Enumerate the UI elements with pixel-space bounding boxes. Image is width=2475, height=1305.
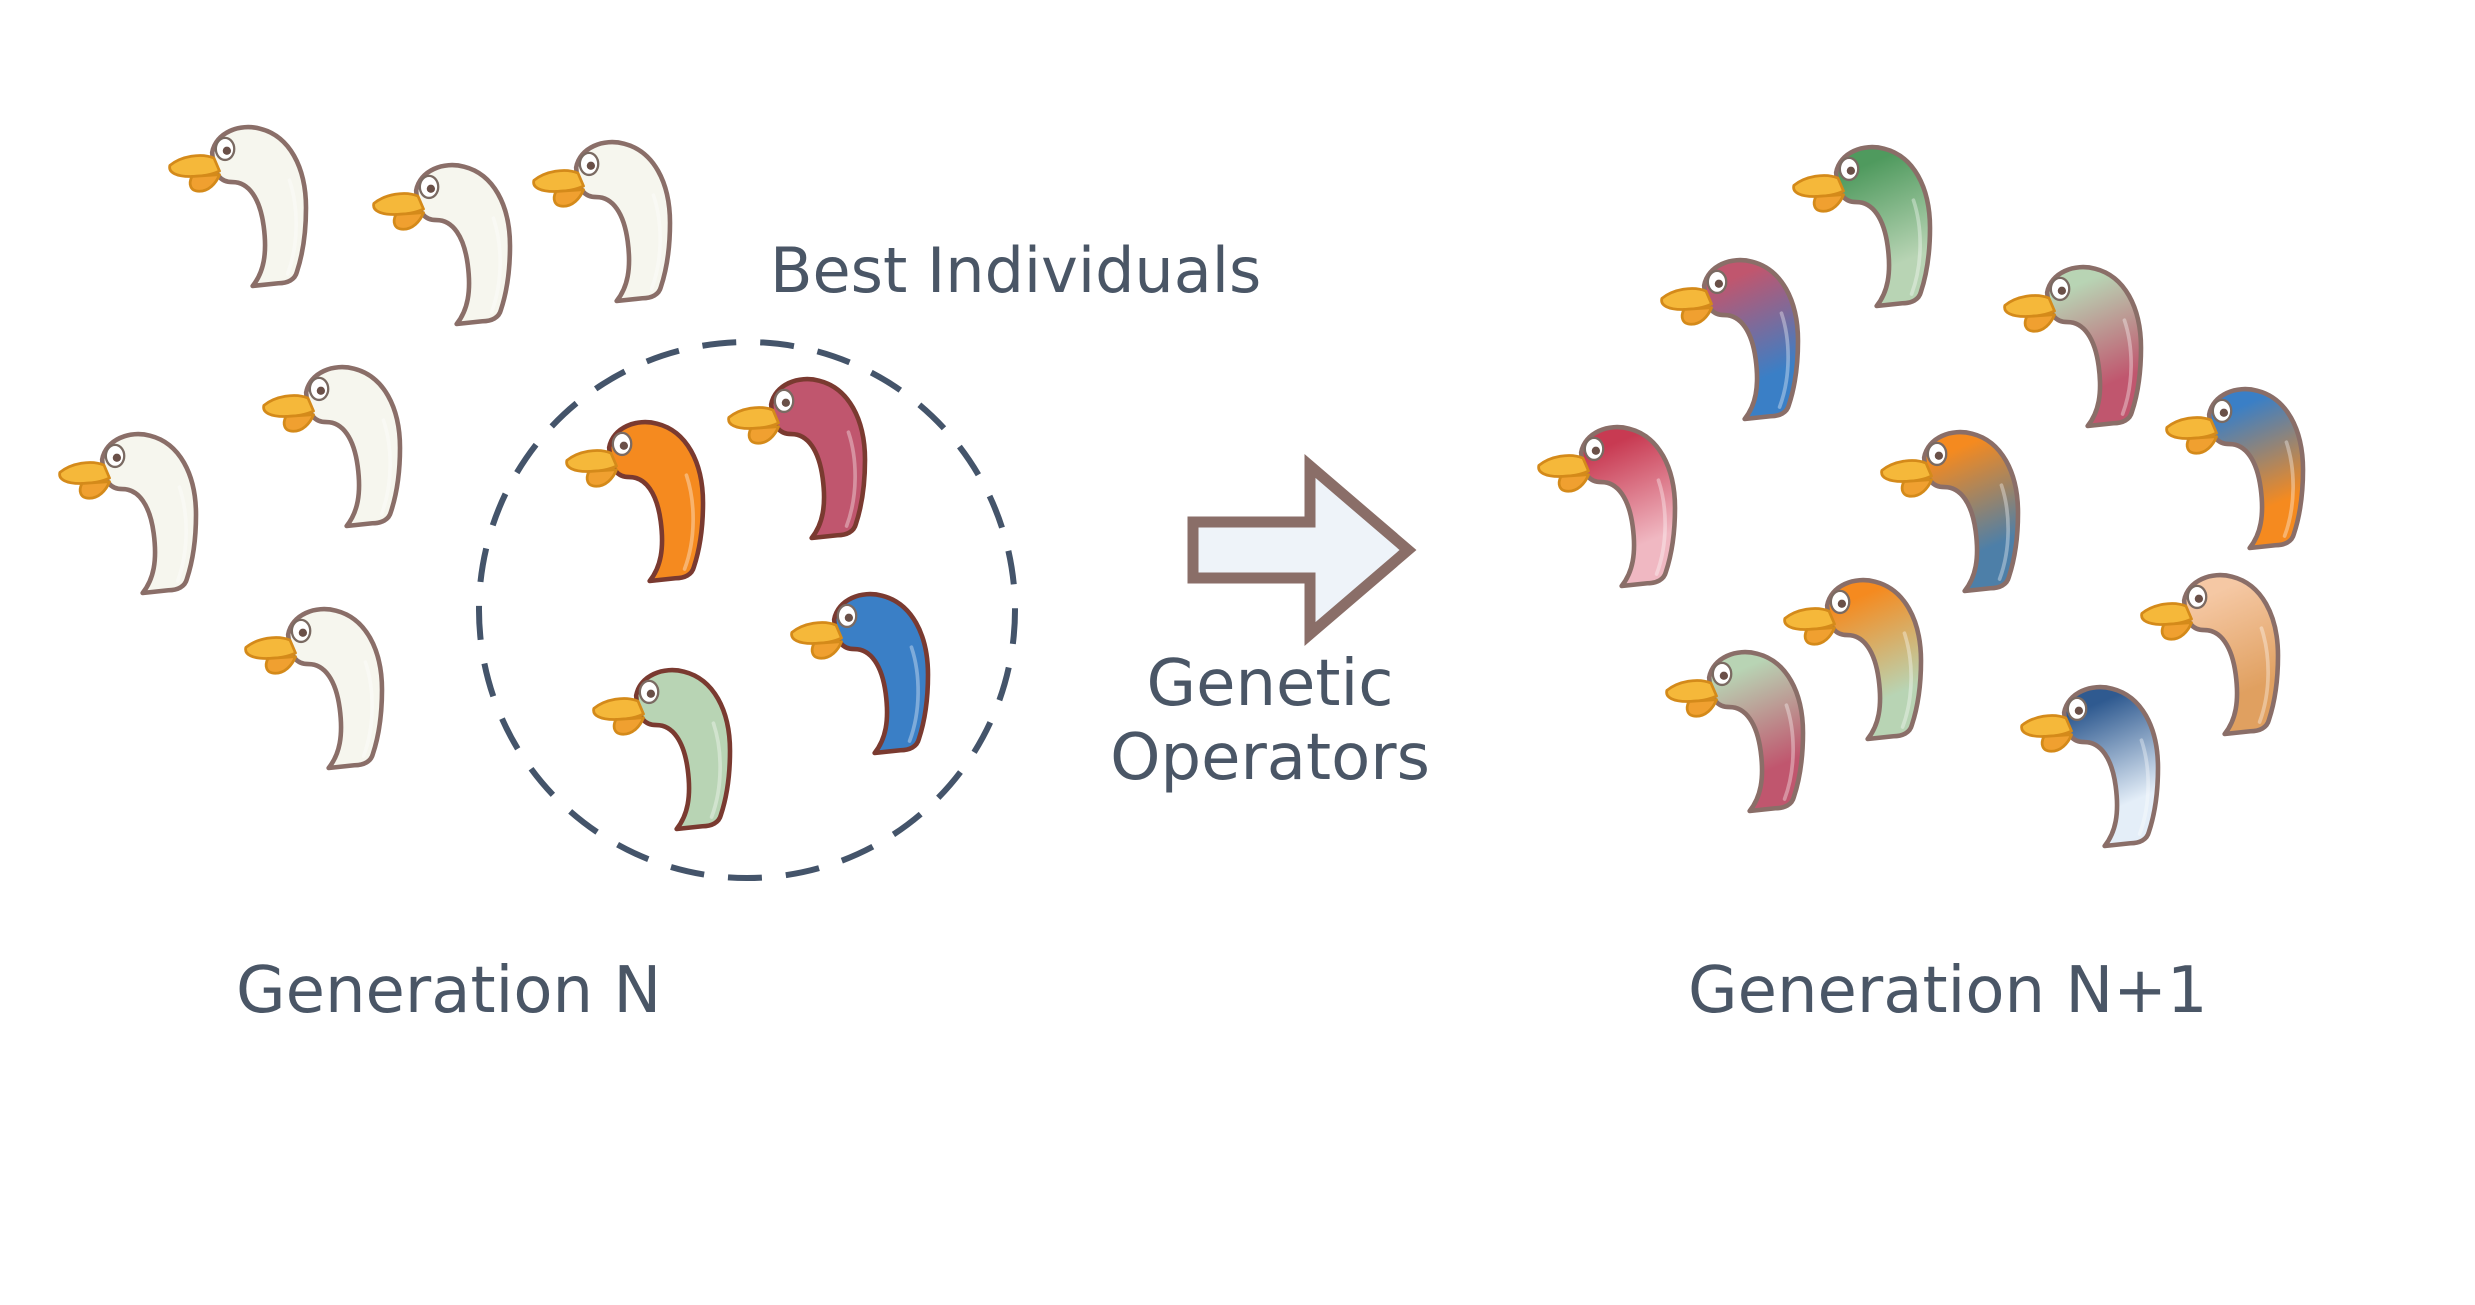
generation-n-label: Generation N [236, 954, 662, 1028]
duck-head-icon [1537, 424, 1678, 589]
duck-head-icon [244, 606, 385, 771]
duck-head-icon [1792, 144, 1933, 309]
duck-head-icon [727, 376, 868, 541]
duck-head-icon [372, 162, 513, 327]
generation-n-population [58, 124, 673, 771]
duck-head-icon [262, 364, 403, 529]
duck-head-icon [790, 591, 931, 756]
duck-head-icon [1660, 257, 1801, 422]
duck-head-icon [2020, 684, 2161, 849]
best-individuals-group [565, 376, 931, 832]
duck-head-icon [1665, 649, 1806, 814]
duck-head-icon [2165, 386, 2306, 551]
genetic-operators-line-2: Operators [1110, 720, 1430, 795]
genetic-operators-label: Genetic Operators [1090, 647, 1450, 795]
best-individuals-selection-circle [476, 339, 1018, 881]
best-individuals-label: Best Individuals [770, 234, 1262, 307]
genetic-operators-line-1: Genetic [1146, 647, 1394, 721]
duck-head-icon [592, 667, 733, 832]
duck-head-icon [1880, 429, 2021, 594]
duck-head-icon [168, 124, 309, 289]
duck-head-icon [58, 431, 199, 596]
duck-head-icon [1783, 577, 1924, 742]
right-arrow-icon [1187, 454, 1417, 646]
duck-head-icon [2003, 264, 2144, 429]
generation-n-plus-1-label: Generation N+1 [1688, 954, 2208, 1028]
duck-head-icon [565, 419, 706, 584]
duck-head-icon [2140, 572, 2281, 737]
generation-n-plus-1-population [1537, 144, 2306, 849]
duck-head-icon [532, 139, 673, 304]
